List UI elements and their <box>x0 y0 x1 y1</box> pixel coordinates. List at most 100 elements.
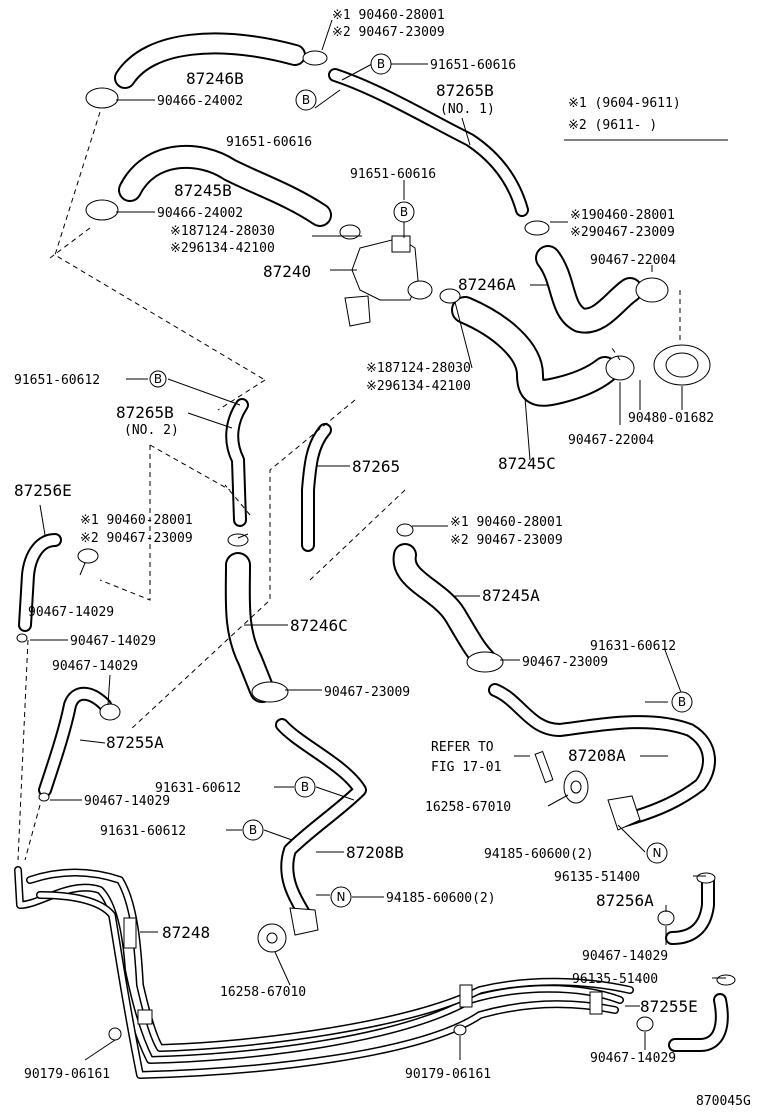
part-label: 90467-14029 <box>28 605 114 620</box>
part-label: 87246C <box>290 616 348 635</box>
leader-lines <box>30 19 726 1061</box>
part-label: 87265B <box>436 81 494 100</box>
part-label: 90467-14029 <box>590 1051 676 1066</box>
part-label: 90466-24002 <box>157 206 243 221</box>
part-label: ※187124-28030 <box>366 361 471 376</box>
marker-b: B <box>370 53 392 75</box>
part-label: 91651-60616 <box>430 58 516 73</box>
part-label: ※1 90460-28001 <box>450 515 563 530</box>
svg-text:N: N <box>337 890 346 904</box>
part-label: ※2 90467-23009 <box>450 533 563 548</box>
hose-87246a <box>535 245 643 334</box>
part-label: 87245C <box>498 454 556 473</box>
part-label: ※2 90467-23009 <box>80 531 193 546</box>
marker-b: B <box>295 89 317 111</box>
part-label: FIG 17-01 <box>431 760 501 775</box>
part-label: 90466-24002 <box>157 94 243 109</box>
marker-b: B <box>242 819 264 841</box>
part-label: ※1 90460-28001 <box>332 8 445 23</box>
part-label: 90467-14029 <box>70 634 156 649</box>
part-label: ※296134-42100 <box>366 379 471 394</box>
pipe-assembly-87248 <box>14 866 634 1079</box>
part-label: ※1 90460-28001 <box>80 513 193 528</box>
part-label: 90179-06161 <box>405 1067 491 1082</box>
part-label: 90467-14029 <box>52 659 138 674</box>
svg-text:B: B <box>154 372 162 386</box>
pipe-87265b-no1 <box>328 68 529 217</box>
part-label: 91651-60612 <box>14 373 100 388</box>
pipe-87208b <box>275 718 367 922</box>
marker-n: N <box>330 886 352 908</box>
callout-markers: B B B B B B B N N <box>149 53 693 908</box>
svg-text:B: B <box>678 695 686 709</box>
part-label: ※296134-42100 <box>170 241 275 256</box>
marker-n: N <box>646 842 668 864</box>
part-label: (NO. 2) <box>124 423 179 438</box>
clamps <box>16 50 736 1041</box>
hose-87256e <box>18 533 62 632</box>
part-label: 87208B <box>346 843 404 862</box>
svg-text:B: B <box>400 205 408 219</box>
part-label: 87265B <box>116 403 174 422</box>
water-outlet-87240 <box>344 235 433 327</box>
part-label: 87246B <box>186 69 244 88</box>
part-label: 90480-01682 <box>628 411 714 426</box>
marker-b: B <box>294 776 316 798</box>
svg-text:B: B <box>377 57 385 71</box>
part-label: 87255A <box>106 733 164 752</box>
hose-87245a <box>392 543 497 672</box>
part-label: 87240 <box>263 262 311 281</box>
part-label: 87248 <box>162 923 210 942</box>
svg-text:N: N <box>653 846 662 860</box>
part-label: 96135-51400 <box>554 870 640 885</box>
pipe-87208a <box>488 683 716 827</box>
part-label: 91631-60612 <box>100 824 186 839</box>
part-label: 90467-23009 <box>324 685 410 700</box>
part-label: ※290467-23009 <box>570 225 675 240</box>
pipe-87265 <box>301 423 332 552</box>
part-label: 87255E <box>640 997 698 1016</box>
gaskets <box>257 750 641 953</box>
part-label: 90467-14029 <box>582 949 668 964</box>
part-label: 91631-60612 <box>590 639 676 654</box>
part-label: 87265 <box>352 457 400 476</box>
part-label: 90467-22004 <box>568 433 654 448</box>
part-label: 94185-60600(2) <box>386 891 496 906</box>
part-label: 16258-67010 <box>220 985 306 1000</box>
hose-87246c <box>224 552 275 703</box>
part-label: 87245A <box>482 586 540 605</box>
hose-87255e <box>668 993 729 1052</box>
part-label: 96135-51400 <box>572 972 658 987</box>
svg-text:B: B <box>301 780 309 794</box>
part-label: 91651-60616 <box>226 135 312 150</box>
svg-text:B: B <box>249 823 257 837</box>
part-label: 87208A <box>568 746 626 765</box>
part-label: 87256A <box>596 891 654 910</box>
part-labels: ※1 90460-28001 ※2 90467-23009 91651-6061… <box>14 8 751 1109</box>
hose-87245c <box>451 296 619 407</box>
part-label: 87245B <box>174 181 232 200</box>
part-label: REFER TO <box>431 740 494 755</box>
part-label: 90467-14029 <box>84 794 170 809</box>
svg-text:B: B <box>302 93 310 107</box>
marker-b: B <box>149 370 167 388</box>
assembly-lines <box>17 111 681 861</box>
part-label: 90467-23009 <box>522 655 608 670</box>
hose-87255a <box>38 686 112 797</box>
hose-87245b <box>118 144 332 227</box>
part-label: (NO. 1) <box>440 102 495 117</box>
part-label: 87256E <box>14 481 72 500</box>
part-label: ※2 90467-23009 <box>332 25 445 40</box>
note-legend: ※1 (9604-9611) ※2 (9611- ) <box>564 96 728 141</box>
part-label: 91631-60612 <box>155 781 241 796</box>
hose-87246b <box>114 32 306 89</box>
part-label: 87246A <box>458 275 516 294</box>
part-label: ※190460-28001 <box>570 208 675 223</box>
note-line-2: ※2 (9611- ) <box>568 118 657 133</box>
note-line-1: ※1 (9604-9611) <box>568 96 681 111</box>
pipe-87265b-no2 <box>225 398 249 527</box>
part-label: 94185-60600(2) <box>484 847 594 862</box>
part-label: 91651-60616 <box>350 167 436 182</box>
